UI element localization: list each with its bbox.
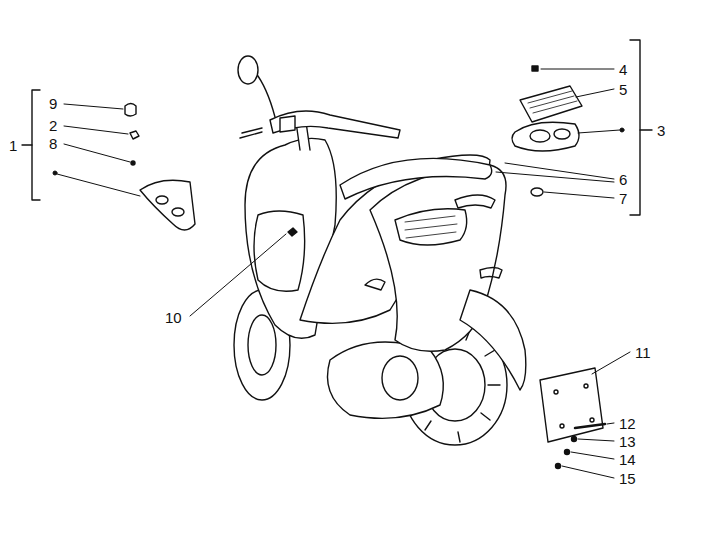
callout-number: 2 [48,118,58,133]
callout-number: 6 [618,172,628,187]
body-detail [365,279,385,290]
rear-grille [395,209,467,245]
grille-part [520,86,582,122]
side-panel [254,211,305,291]
callout-number: 4 [618,62,628,77]
license-plate [540,368,603,442]
speedometer [280,116,295,132]
panel-detail [172,208,184,216]
callout-number: 12 [618,416,637,431]
side-lamp [480,268,502,279]
engine [328,342,444,418]
rear-grille-lines [405,216,457,238]
bracket-tick [640,129,652,130]
callout-number: 7 [618,191,628,206]
lamp-detail [554,129,570,139]
grille-lines [528,91,577,113]
small-part [130,131,139,139]
callout-number: 11 [634,345,652,360]
plate-hole [554,390,558,394]
callout-number: 3 [656,123,666,138]
bolt [575,424,605,428]
tail-lamp [455,195,495,208]
callout-number: 13 [618,434,637,449]
badge [288,228,297,236]
washer [565,450,570,455]
plate-hole [584,384,588,388]
rear-fender [460,290,526,390]
panel-part [140,180,195,230]
handlebar [270,111,400,138]
mirror-stem [255,72,275,117]
callout-number: 9 [48,96,58,111]
engine-cover [382,356,418,400]
bracket-tick [22,144,32,145]
screw-part [532,66,538,71]
group-bracket [630,40,640,215]
front-rim [248,315,276,375]
panel-detail [156,196,168,204]
screw-part [131,161,135,165]
leader-lines [53,69,630,478]
plate-hole [560,424,564,428]
callout-number: 8 [48,136,58,151]
callout-number: 15 [618,471,637,486]
callout-number: 1 [8,138,18,153]
bulb-part [531,188,543,196]
callout-number: 10 [164,310,183,325]
callout-number: 14 [618,452,637,467]
lamp-housing [512,122,579,151]
knob-part [125,104,136,117]
seat [340,158,492,199]
mirror [238,56,258,84]
washer [572,437,577,442]
nut [556,464,561,469]
callout-number: 5 [618,82,628,97]
lamp-detail [530,130,550,142]
group-bracket [32,90,40,200]
plate-hole [590,418,594,422]
left-grip [240,128,262,138]
